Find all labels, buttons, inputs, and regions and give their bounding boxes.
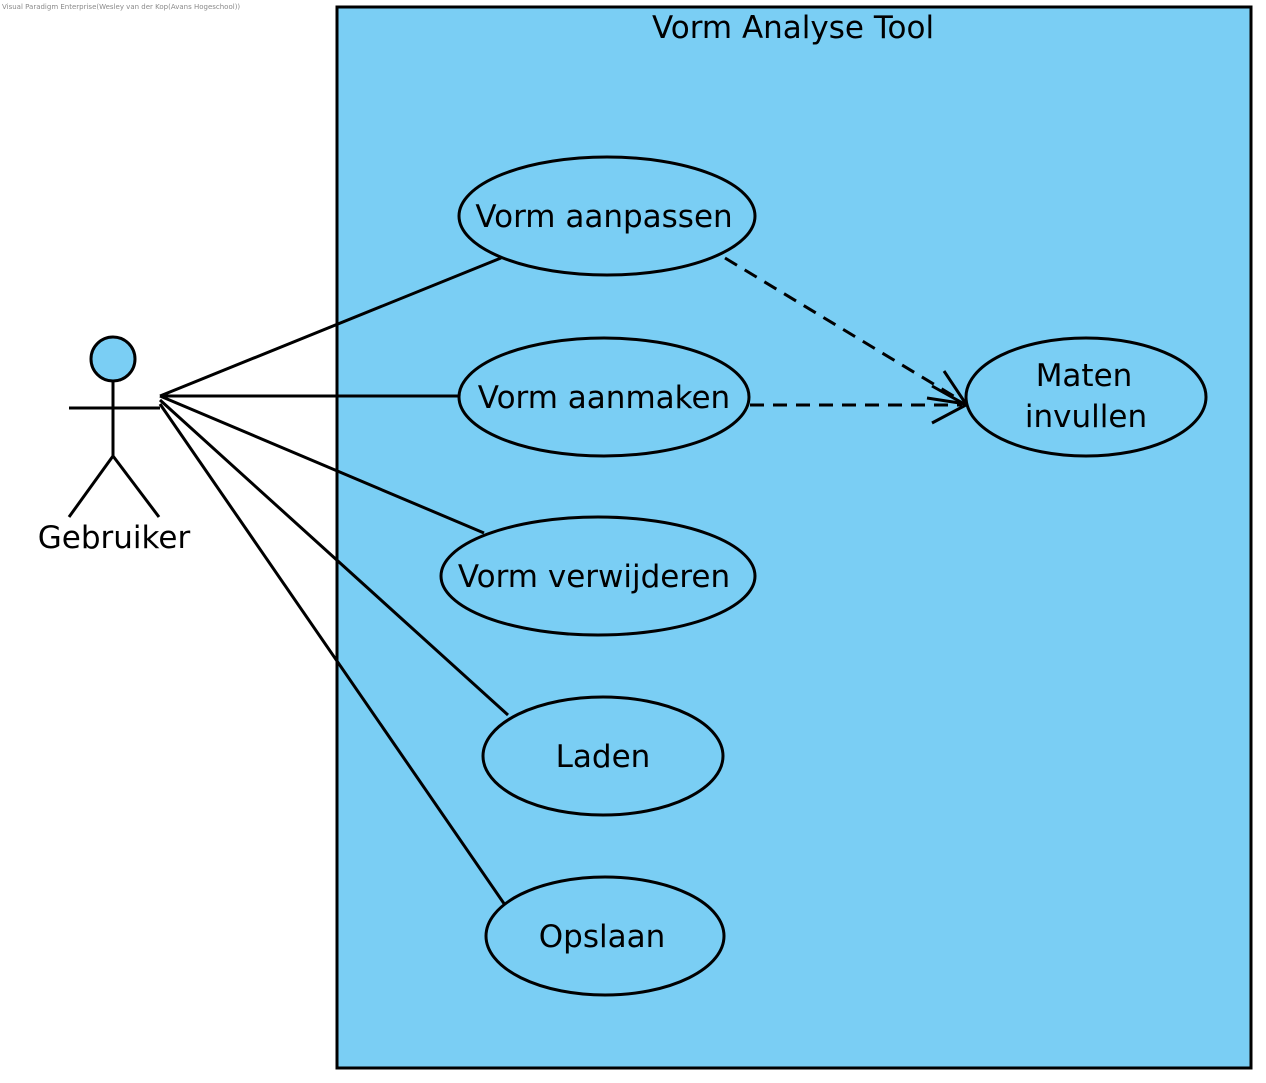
use-case-ellipse[interactable] xyxy=(457,336,751,458)
use-case-vorm-aanpassen[interactable]: Vorm aanpassen xyxy=(457,155,757,277)
use-case-label: Vorm aanpassen xyxy=(475,199,732,235)
associations xyxy=(158,256,510,906)
use-case-label: Vorm verwijderen xyxy=(458,559,730,595)
association-aanpassen[interactable] xyxy=(159,256,502,398)
association-verwijderen[interactable] xyxy=(159,394,485,535)
use-case-ellipse[interactable] xyxy=(964,336,1208,458)
use-case-laden[interactable]: Laden xyxy=(481,695,725,817)
association-laden[interactable] xyxy=(158,398,510,717)
watermark-text: Visual Paradigm Enterprise(Wesley van de… xyxy=(2,3,240,11)
use-case-vorm-aanmaken[interactable]: Vorm aanmaken xyxy=(457,336,751,458)
use-case-label: Vorm aanmaken xyxy=(478,380,730,416)
use-case-label-line1: Maten xyxy=(1036,358,1133,394)
system-title: Vorm Analyse Tool xyxy=(652,10,934,46)
use-case-ellipse[interactable] xyxy=(457,155,757,277)
use-case-label: Opslaan xyxy=(539,919,665,955)
system-boundary[interactable] xyxy=(335,5,1253,1070)
use-case-label: Laden xyxy=(556,739,651,775)
actor-head-icon xyxy=(89,335,137,383)
actor-gebruiker[interactable]: Gebruiker xyxy=(38,335,191,556)
use-case-opslaan[interactable]: Opslaan xyxy=(484,875,726,997)
use-case-vorm-verwijderen[interactable]: Vorm verwijderen xyxy=(439,515,757,637)
use-case-maten-invullen[interactable]: Maten invullen xyxy=(964,336,1208,458)
association-opslaan[interactable] xyxy=(158,403,507,906)
actor-right-leg xyxy=(111,455,161,518)
use-case-ellipse[interactable] xyxy=(481,695,725,817)
use-case-ellipse[interactable] xyxy=(439,515,757,637)
use-case-label-line2: invullen xyxy=(1025,399,1147,435)
actor-left-leg xyxy=(67,455,115,518)
actor-name: Gebruiker xyxy=(38,520,191,556)
use-case-ellipse[interactable] xyxy=(484,875,726,997)
